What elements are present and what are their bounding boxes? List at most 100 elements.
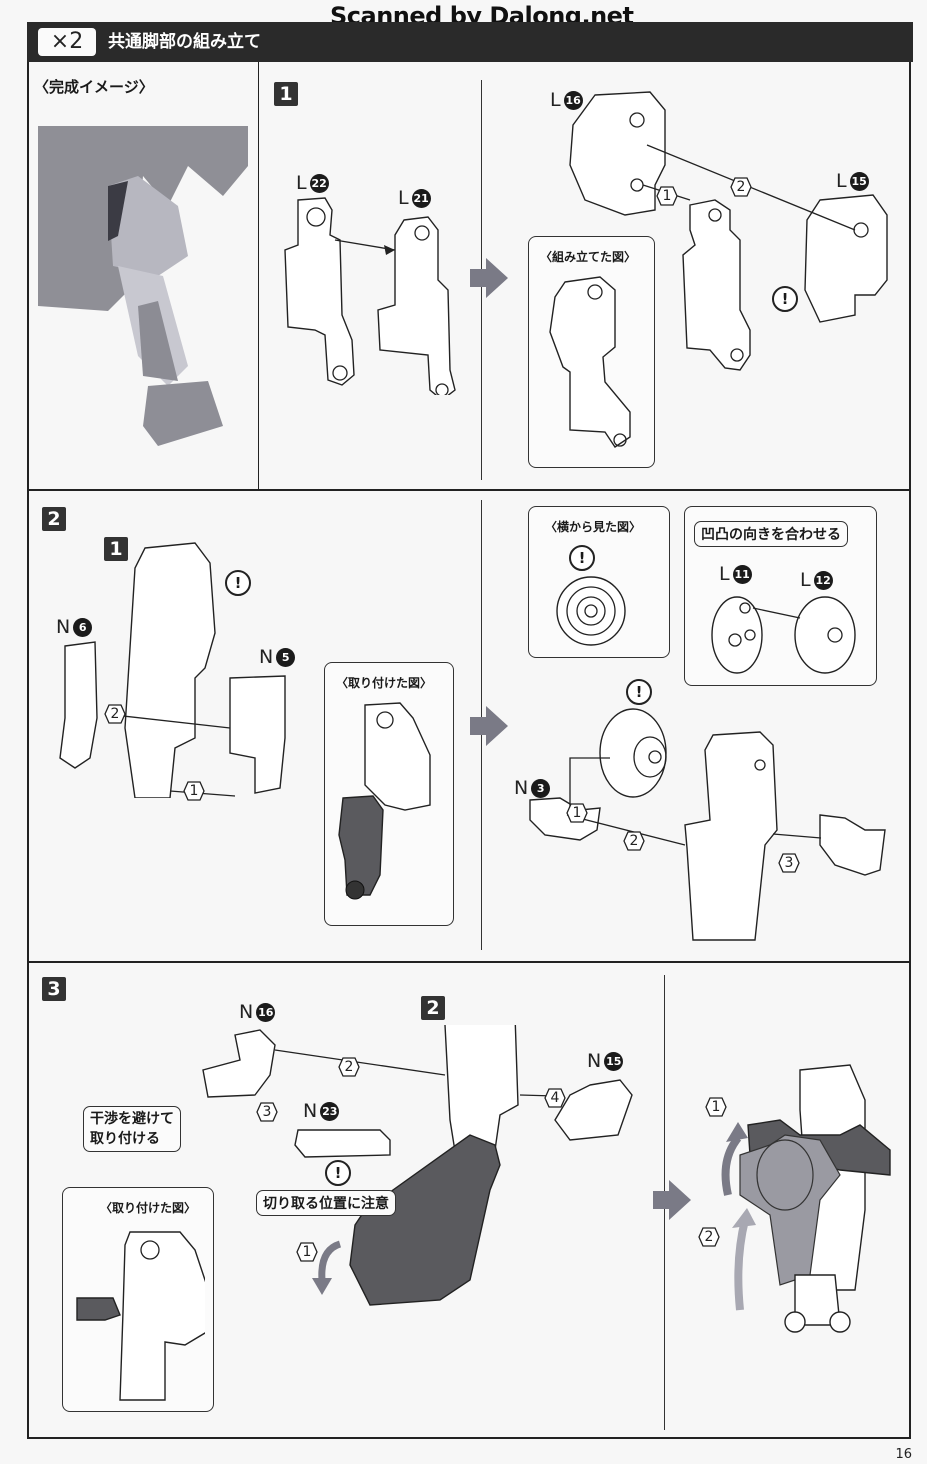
caution-icon: !: [225, 570, 251, 596]
part-N16: [202, 1029, 276, 1098]
order-step-1: 1: [566, 803, 588, 823]
runner-letter: N: [259, 646, 274, 668]
runner-letter: N: [56, 616, 71, 638]
divider-row1: [27, 489, 911, 491]
step3-subassembly-ref: 2: [421, 996, 445, 1020]
part-number: 3: [531, 778, 551, 798]
part-N4: [819, 814, 886, 876]
rotate-arrow-2: [734, 1219, 749, 1311]
part-label-N16: N 16: [239, 1001, 276, 1023]
order-step-2: 2: [338, 1057, 360, 1077]
wheel-drawing: [599, 708, 667, 798]
completion-image: [38, 126, 248, 446]
part-label-L22: L 22: [296, 172, 329, 194]
page-frame: [27, 62, 911, 1439]
part-number: 15: [849, 171, 869, 191]
part-number: 23: [320, 1101, 340, 1121]
step2-left-inset-label: 〈取り付けた図〉: [336, 676, 433, 690]
completion-shadow-shape: [108, 181, 128, 241]
divider-row2: [27, 961, 911, 963]
step2-right-drawing: [529, 731, 886, 941]
runner-letter: L: [719, 563, 730, 585]
order-step-3: 3: [256, 1102, 278, 1122]
step3-drawing: [202, 1025, 633, 1306]
order-step-2: 2: [730, 177, 752, 197]
part-label-N3: N 3: [514, 777, 551, 799]
runner-letter: L: [296, 172, 307, 194]
part-label-L15: L 15: [836, 170, 869, 192]
step3-inset-label: 〈取り付けた図〉: [100, 1201, 197, 1215]
assembled-part: [549, 276, 631, 448]
order-step-4: 4: [544, 1088, 566, 1108]
order-step-3: 3: [778, 853, 800, 873]
order-step-1: 1: [296, 1242, 318, 1262]
page-number: 16: [895, 1447, 912, 1462]
part-L16: [569, 91, 666, 216]
order-step-2: 2: [104, 704, 126, 724]
caution-icon: !: [569, 545, 595, 571]
runner-letter: N: [303, 1100, 318, 1122]
runner-letter: L: [398, 187, 409, 209]
assembled-frame: [364, 702, 431, 811]
part-N23: [294, 1129, 391, 1158]
order-step-1: 1: [656, 186, 678, 206]
section-header: [27, 22, 913, 62]
cut-position-note: 切り取る位置に注意: [256, 1190, 396, 1216]
part-label-L12: L 12: [800, 569, 833, 591]
order-step-2: 2: [623, 831, 645, 851]
part-label-N15: N 15: [587, 1050, 624, 1072]
result-order-step-2: 2: [698, 1227, 720, 1247]
step3-number: 3: [42, 977, 66, 1001]
part-number: 5: [276, 647, 296, 667]
step1-number: 1: [274, 82, 298, 106]
caution-icon: !: [626, 679, 652, 705]
part-number: 16: [256, 1002, 276, 1022]
part-number: 11: [732, 564, 752, 584]
step1-inset-drawing: [549, 276, 631, 448]
part-number: 6: [73, 617, 93, 637]
note-line-2: 取り付ける: [90, 1131, 160, 1147]
part-label-N23: N 23: [303, 1100, 340, 1122]
rotate-arrow-icon: [312, 1240, 342, 1295]
next-step-arrow-1: [470, 258, 508, 298]
part-label-L21: L 21: [398, 187, 431, 209]
wheel-half-L12: [794, 596, 856, 674]
leg-frame: [124, 542, 216, 798]
rotate-arrow-1: [721, 1135, 742, 1196]
result-order-step-1: 1: [705, 1097, 727, 1117]
attached-part-highlight: [338, 795, 384, 896]
part-center: [682, 199, 751, 371]
step3-result-drawing: [721, 1064, 891, 1333]
completion-body-shape: [38, 126, 248, 311]
runner-letter: N: [514, 777, 529, 799]
part-number: 15: [604, 1051, 624, 1071]
completion-shin-shadow: [138, 301, 178, 381]
note-line-1: 干渉を避けて: [90, 1111, 174, 1127]
side-view-label: 〈横から見た図〉: [545, 520, 642, 534]
runner-letter: L: [800, 569, 811, 591]
assembled-frame: [119, 1231, 205, 1401]
divider-completion: [258, 62, 259, 490]
side-view-wheel: [556, 576, 626, 646]
quantity-badge: ×2: [38, 28, 96, 56]
part-N5: [229, 675, 286, 794]
part-number: 22: [309, 173, 329, 193]
completion-knee-shape: [108, 176, 188, 276]
align-note: 凹凸の向きを合わせる: [694, 521, 848, 547]
step1-inset-label: 〈組み立てた図〉: [540, 250, 637, 264]
runner-letter: N: [587, 1050, 602, 1072]
wheel-halves-drawing: [711, 596, 856, 674]
part-label-L11: L 11: [719, 563, 752, 585]
step2-left-drawing: [59, 542, 286, 798]
part-label-N6: N 6: [56, 616, 93, 638]
part-L21: [377, 216, 456, 395]
runner-letter: L: [550, 89, 561, 111]
caution-icon: !: [772, 286, 798, 312]
avoid-interference-note: 干渉を避けて 取り付ける: [83, 1106, 181, 1152]
foot-assembly-highlight: [349, 1134, 501, 1306]
part-number: 21: [411, 188, 431, 208]
part-number: 16: [563, 90, 583, 110]
section-title: 共通脚部の組み立て: [108, 32, 261, 52]
runner-letter: N: [239, 1001, 254, 1023]
runner-letter: L: [836, 170, 847, 192]
